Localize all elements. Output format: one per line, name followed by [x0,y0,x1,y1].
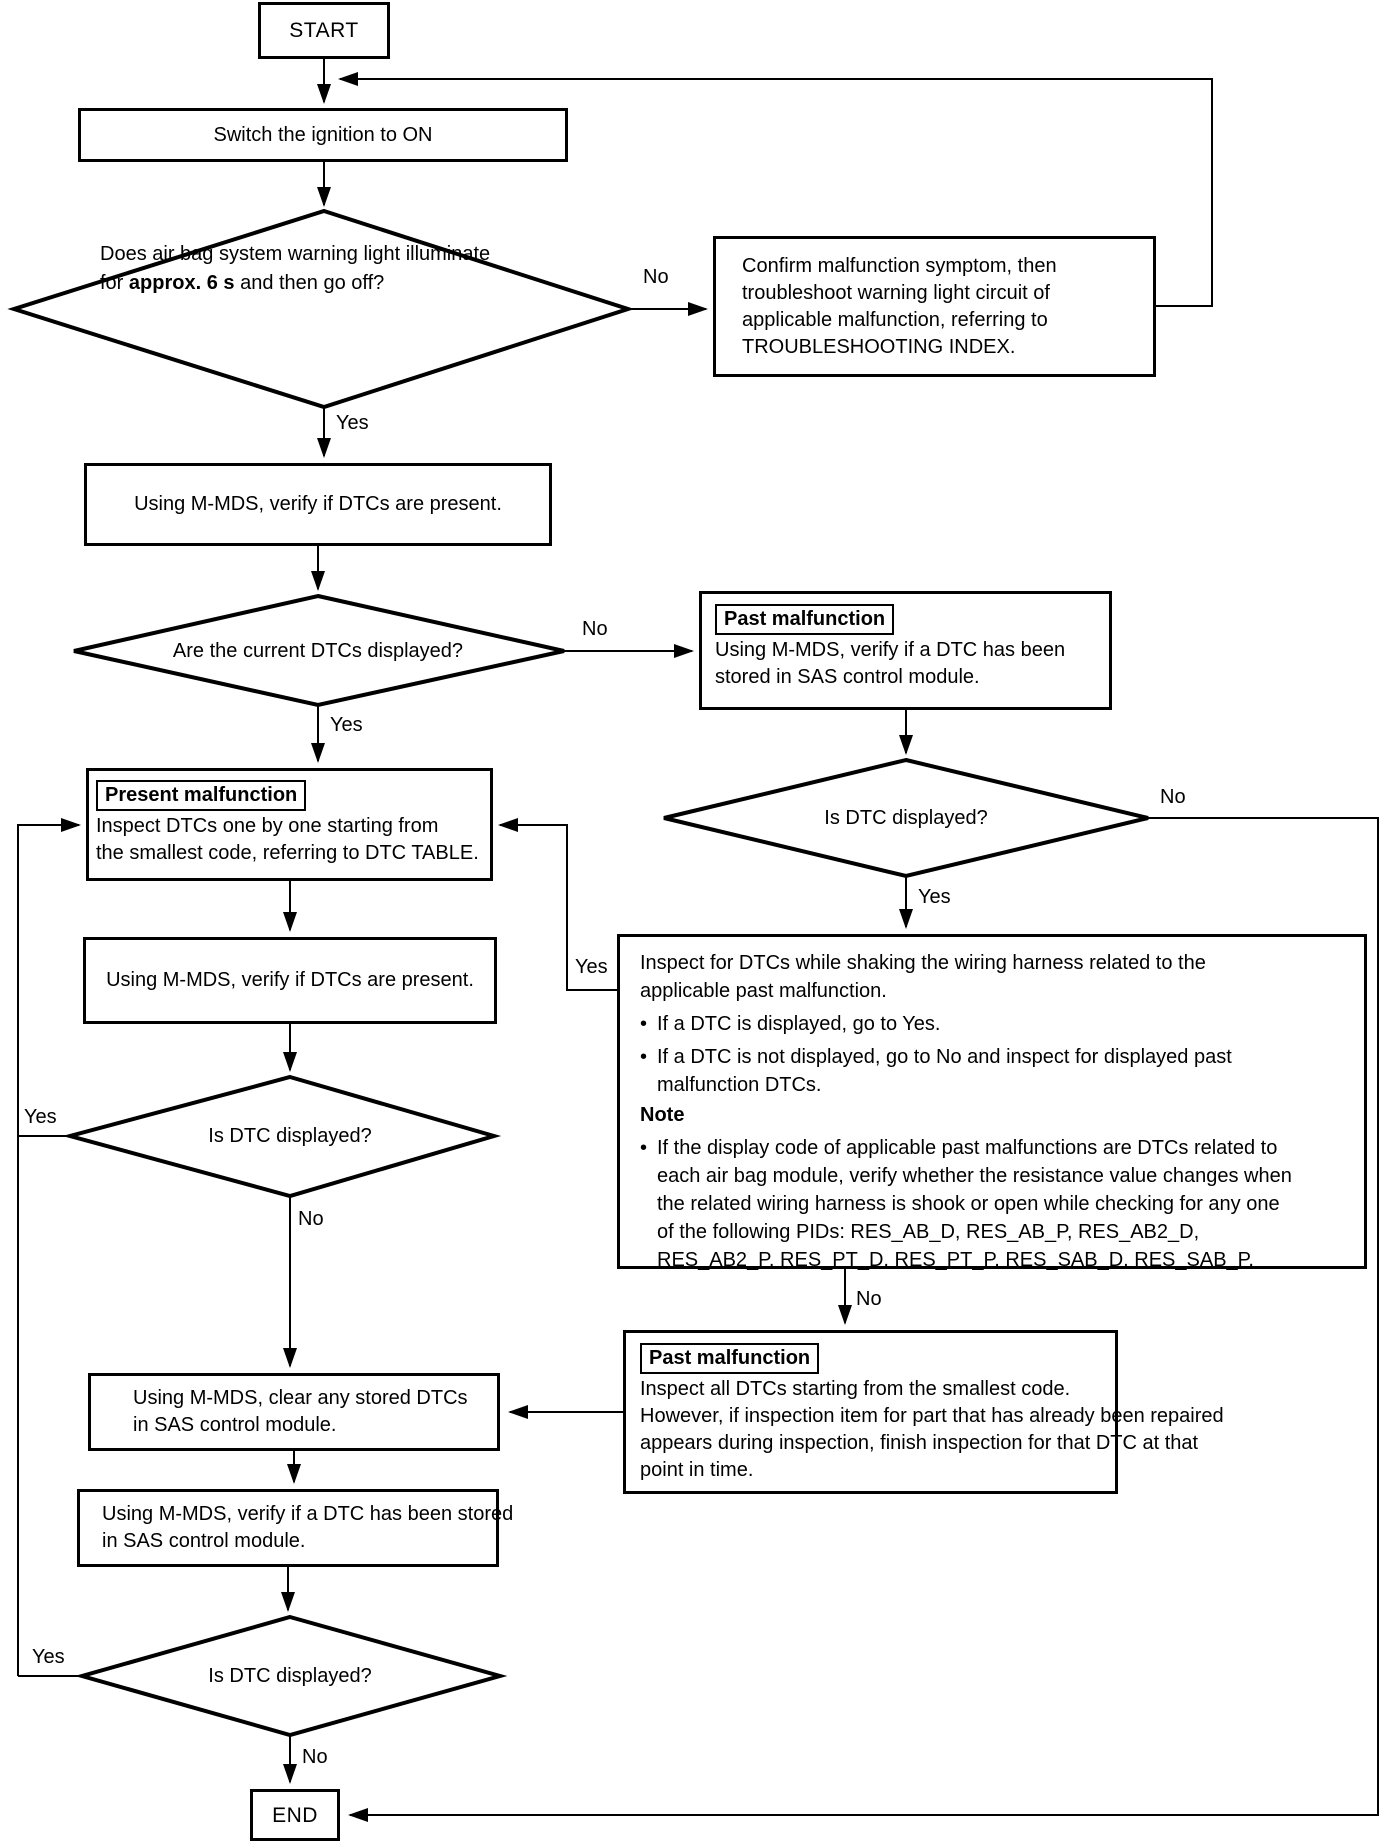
past-malfunction-title: Past malfunction [640,1343,820,1374]
branch-label-yes: Yes [24,1106,57,1128]
start-node: START [258,2,390,59]
branch-label-yes: Yes [330,714,363,736]
process-verify-dtc-stored: Using M-MDS, verify if a DTC has been st… [77,1489,513,1567]
process-verify-dtcs-2: Using M-MDS, verify if DTCs are present. [83,937,497,1024]
process-verify-dtcs-1: Using M-MDS, verify if DTCs are present. [84,463,552,546]
branch-label-yes: Yes [336,412,369,434]
list-item: • If the display code of applicable past… [640,1137,1292,1271]
decision-current-dtcs-shape [73,593,565,708]
past-malfunction-title: Past malfunction [715,604,895,635]
decision-dtc-bottom-shape [74,1614,508,1738]
branch-label-yes: Yes [575,956,608,978]
decision-warning-light-shape [7,208,635,410]
branch-label-no: No [643,266,669,288]
note-title: Note [640,1104,685,1126]
process-past-malfunction-verify: Past malfunction Using M-MDS, verify if … [699,591,1112,710]
process-clear-dtcs: Using M-MDS, clear any stored DTCs in SA… [88,1373,500,1451]
branch-label-no: No [1160,786,1186,808]
branch-label-yes: Yes [918,886,951,908]
branch-label-no: No [302,1746,328,1768]
branch-label-no: No [582,618,608,640]
process-switch-ignition: Switch the ignition to ON [78,108,568,162]
present-malfunction-title: Present malfunction [96,780,307,811]
process-past-malfunction-inspect: Past malfunction Inspect all DTCs starti… [623,1330,1224,1494]
process-confirm-malfunction: Confirm malfunction symptom, then troubl… [713,236,1156,377]
process-shake-harness: Inspect for DTCs while shaking the wirin… [617,934,1367,1271]
decision-dtc-right-shape [663,757,1149,879]
decision-current-dtcs-text: Are the current DTCs displayed? [172,639,464,662]
decision-dtc-left-text: Is DTC displayed? [208,1124,372,1147]
decision-dtc-right-text: Is DTC displayed? [824,806,988,829]
process-present-malfunction: Present malfunction Inspect DTCs one by … [86,768,493,881]
end-node: END [250,1789,340,1841]
list-item: • If a DTC is not displayed, go to No an… [640,1046,1232,1096]
decision-dtc-left-shape [62,1074,502,1199]
branch-label-yes: Yes [32,1646,65,1668]
list-item: • If a DTC is displayed, go to Yes. [640,1013,941,1035]
decision-warning-light-text: Does air bag system warning light illumi… [100,243,491,294]
branch-label-no: No [298,1208,324,1230]
branch-label-no: No [856,1288,882,1310]
decision-dtc-bottom-text: Is DTC displayed? [208,1664,372,1687]
